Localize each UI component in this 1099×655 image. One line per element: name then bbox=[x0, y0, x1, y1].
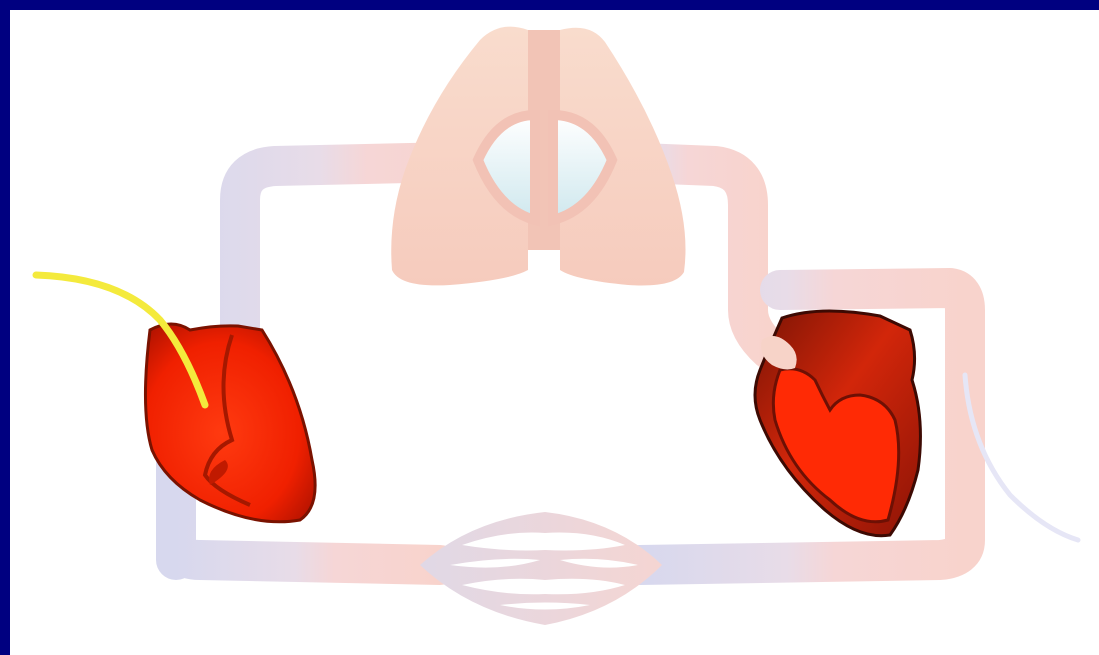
capillary-bed-icon bbox=[420, 512, 662, 625]
circulation-diagram bbox=[10, 10, 1099, 655]
left-heart-icon bbox=[755, 311, 920, 536]
systemic-vein-vessel bbox=[176, 540, 440, 565]
diagram-frame bbox=[10, 10, 1099, 655]
lungs-icon bbox=[391, 27, 685, 286]
